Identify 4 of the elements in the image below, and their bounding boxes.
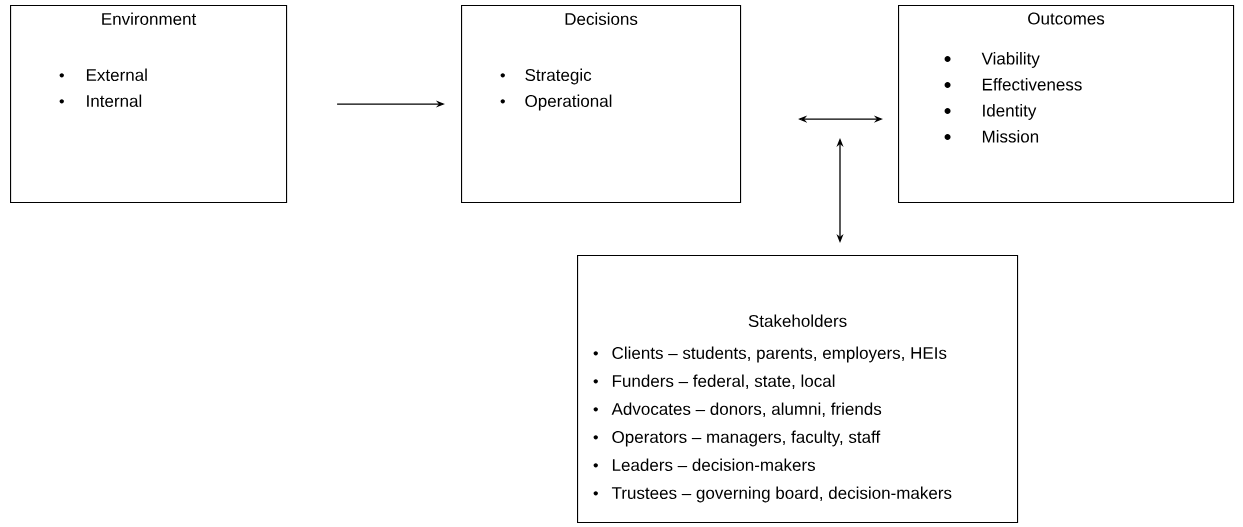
- box: Outcomes Viability Effectiveness Identity Mission: [898, 5, 1235, 204]
- box: Environment External Internal: [10, 5, 288, 204]
- box: Decisions Strategic Operational: [461, 5, 742, 204]
- box: Stakeholders Clients – students, parents, employers, HEIs Funders – federal, state, local Advocates – donors, alumni, friends Operators – managers, faculty, staff Leaders – decision-makers Trustees – governing board, decision-makers: [577, 255, 1019, 524]
